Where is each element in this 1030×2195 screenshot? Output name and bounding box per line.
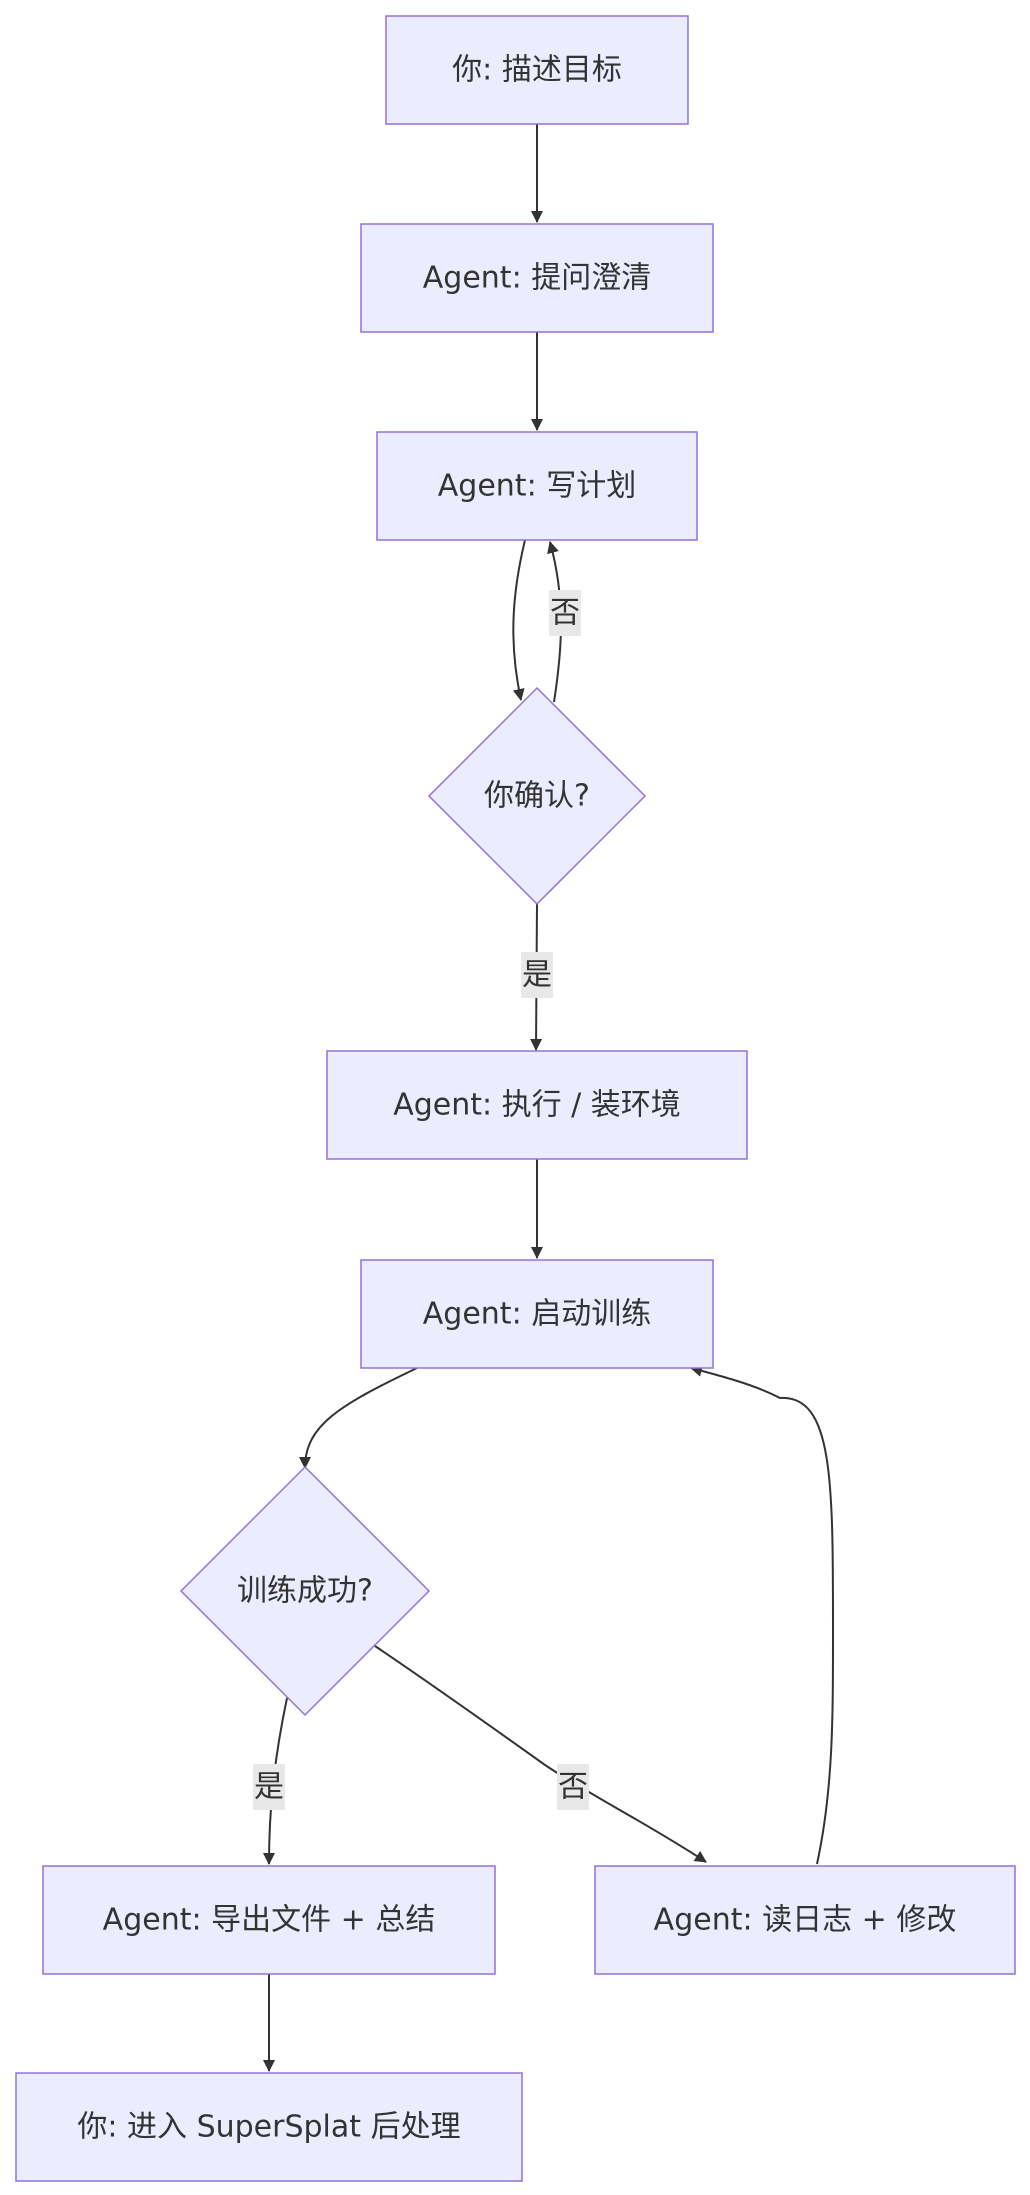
svg-text:Agent: 导出文件 + 总结: Agent: 导出文件 + 总结: [103, 1903, 436, 1938]
node-write-plan: Agent: 写计划: [376, 431, 698, 541]
svg-text:否: 否: [550, 596, 580, 631]
svg-text:你: 描述目标: 你: 描述目标: [452, 53, 622, 88]
svg-text:是: 是: [522, 958, 552, 993]
edge-training-to-decision: [299, 1367, 418, 1469]
node-read-logs-fix: Agent: 读日志 + 修改: [594, 1865, 1016, 1975]
svg-text:Agent: 执行 / 装环境: Agent: 执行 / 装环境: [393, 1088, 681, 1123]
svg-text:Agent: 启动训练: Agent: 启动训练: [423, 1297, 651, 1332]
svg-text:你确认?: 你确认?: [484, 779, 590, 814]
svg-text:Agent: 写计划: Agent: 写计划: [438, 469, 636, 504]
edge-label-training-yes: 是: [253, 1764, 285, 1810]
svg-text:你: 进入 SuperSplat 后处理: 你: 进入 SuperSplat 后处理: [77, 2110, 460, 2145]
svg-text:训练成功?: 训练成功?: [237, 1574, 373, 1609]
edge-decision-no-to-logs: [374, 1645, 707, 1863]
svg-text:是: 是: [254, 1770, 284, 1805]
node-execute-env: Agent: 执行 / 装环境: [326, 1050, 748, 1160]
node-ask-clarify: Agent: 提问澄清: [360, 223, 714, 333]
edge-plan-to-confirm: [512, 539, 526, 701]
decision-you-confirm: 你确认?: [427, 686, 647, 906]
edge-logs-to-training: [690, 1365, 834, 1865]
node-describe-goal: 你: 描述目标: [385, 15, 689, 125]
svg-text:否: 否: [558, 1770, 588, 1805]
svg-text:Agent: 提问澄清: Agent: 提问澄清: [423, 261, 651, 296]
node-start-training: Agent: 启动训练: [360, 1259, 714, 1369]
node-export-summary: Agent: 导出文件 + 总结: [42, 1865, 496, 1975]
edge-label-training-no: 否: [557, 1764, 589, 1810]
decision-training-success: 训练成功?: [179, 1465, 431, 1717]
edge-label-confirm-no: 否: [549, 590, 581, 636]
svg-text:Agent: 读日志 + 修改: Agent: 读日志 + 修改: [654, 1903, 957, 1938]
node-supersplat: 你: 进入 SuperSplat 后处理: [15, 2072, 523, 2182]
edge-label-confirm-yes: 是: [521, 952, 553, 998]
